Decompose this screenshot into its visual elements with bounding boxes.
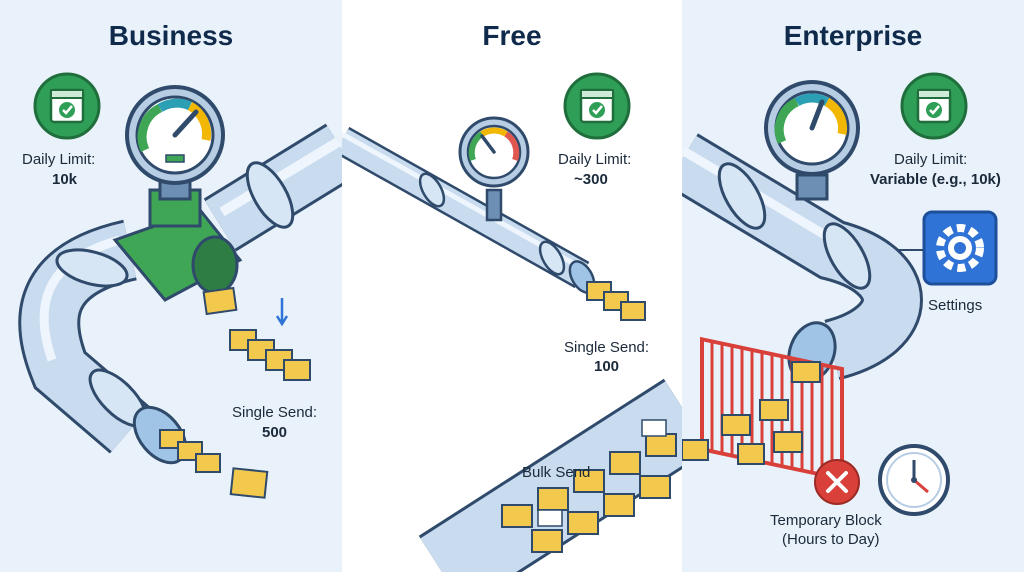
free-single-send-value: 100: [594, 358, 620, 375]
pressure-gauge-icon: [458, 116, 530, 222]
enterprise-panel: Enterprise Daily Limit: Variable (e.g., …: [682, 0, 1024, 572]
business-single-send-value: 500: [262, 424, 288, 441]
enterprise-block-label-line1: Temporary Block: [770, 512, 882, 529]
enterprise-daily-limit-value: Variable (e.g., 10k): [870, 171, 1001, 188]
envelope-icon: [586, 281, 646, 321]
bulk-conveyor: [418, 378, 682, 572]
envelope-icon: [682, 361, 821, 465]
business-daily-limit-label: Daily Limit:: [22, 151, 96, 168]
calendar-check-icon: [33, 72, 101, 140]
gear-icon: [898, 210, 998, 286]
close-icon: [814, 459, 860, 505]
free-bulk-send-label: Bulk Send: [522, 464, 591, 481]
free-daily-limit-label: Daily Limit:: [558, 151, 632, 168]
free-pipeline-art: [342, 72, 682, 572]
down-arrow-icon: [275, 298, 289, 327]
enterprise-block-label-line2: (Hours to Day): [782, 531, 880, 548]
free-title: Free: [482, 20, 542, 51]
free-panel: Free Daily Limit: ~300 Single Send: 100 …: [342, 0, 682, 572]
business-panel: Business Daily Limit: 10k Single Send: 5…: [0, 0, 342, 572]
calendar-check-icon: [900, 72, 968, 140]
business-single-send-label: Single Send:: [232, 404, 318, 421]
calendar-check-icon: [563, 72, 631, 140]
business-pipeline-art: [18, 72, 342, 499]
business-daily-limit-value: 10k: [52, 171, 78, 188]
pressure-gauge-icon: [764, 80, 860, 201]
clock-icon: [878, 444, 950, 516]
free-pipe: [342, 126, 596, 294]
enterprise-settings-label: Settings: [928, 297, 983, 314]
enterprise-daily-limit-label: Daily Limit:: [894, 151, 968, 168]
business-title: Business: [108, 20, 234, 51]
enterprise-pipeline-art: [682, 72, 998, 516]
enterprise-title: Enterprise: [783, 20, 923, 51]
free-daily-limit-value: ~300: [574, 171, 608, 188]
free-single-send-label: Single Send:: [564, 339, 650, 356]
envelope-icon: [159, 286, 311, 499]
pressure-gauge-icon: [125, 85, 225, 201]
